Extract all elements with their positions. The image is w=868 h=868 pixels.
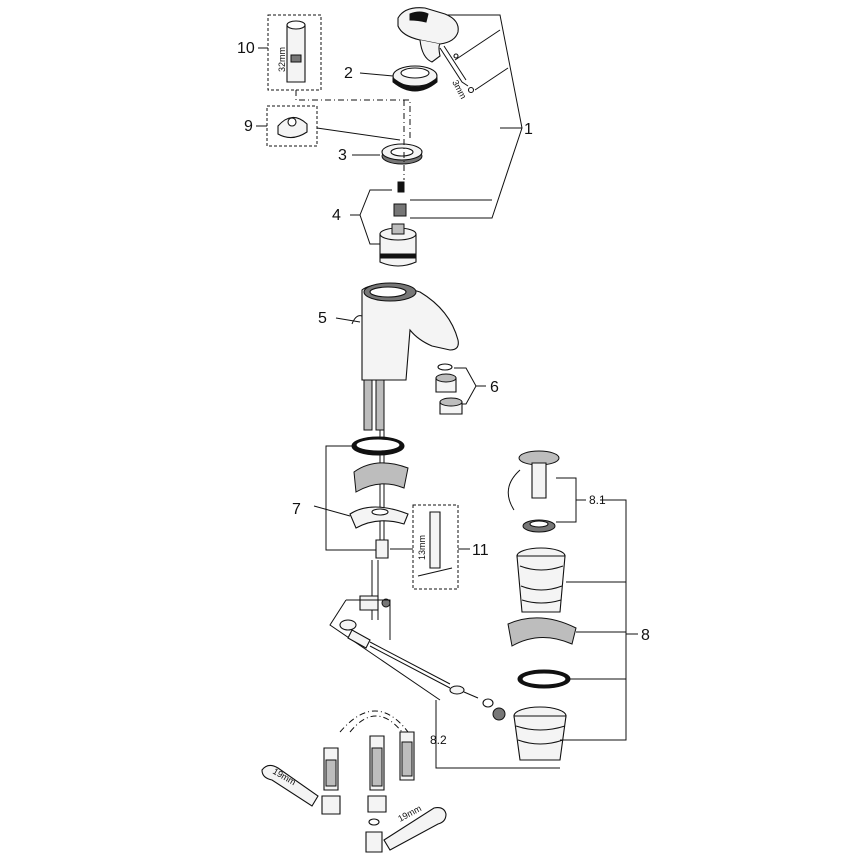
cap-ring bbox=[392, 65, 438, 92]
waste-body bbox=[435, 499, 638, 769]
leader-part-1 bbox=[410, 14, 523, 219]
popup-plug bbox=[507, 450, 586, 533]
callout-11: 11 bbox=[472, 542, 489, 559]
dim-wrench-32mm: 32mm bbox=[277, 47, 287, 72]
callout-6: 6 bbox=[490, 379, 499, 396]
threaded-ring bbox=[381, 143, 423, 165]
callout-3: 3 bbox=[338, 147, 347, 164]
tool-box-9 bbox=[266, 105, 401, 147]
pull-rod-assembly bbox=[329, 595, 506, 721]
callout-8: 8 bbox=[641, 627, 650, 644]
dim-wrench-13mm: 13mm bbox=[417, 535, 427, 560]
box-spanner-13mm: 13mm bbox=[390, 504, 470, 590]
callout-8-1: 8.1 bbox=[589, 493, 606, 507]
callout-4: 4 bbox=[332, 207, 341, 224]
dim-allen-3mm: 3mm bbox=[450, 78, 468, 100]
lever-handle bbox=[397, 7, 459, 63]
callout-8-2: 8.2 bbox=[430, 733, 447, 747]
spanner-19mm-left: 19mm bbox=[261, 764, 319, 807]
fixing-set bbox=[313, 436, 409, 559]
callout-7: 7 bbox=[292, 501, 301, 518]
tap-body bbox=[335, 282, 459, 381]
spanner-19mm-right: 19mm bbox=[383, 803, 447, 851]
wrench-32mm-box: 32mm bbox=[267, 14, 411, 140]
callout-2: 2 bbox=[344, 65, 353, 82]
callout-1: 1 bbox=[524, 121, 533, 138]
callout-5: 5 bbox=[318, 310, 327, 327]
allen-key-3mm: 3mm bbox=[439, 45, 475, 101]
callout-9: 9 bbox=[244, 118, 253, 135]
supply-hoses bbox=[363, 379, 385, 620]
callout-10: 10 bbox=[237, 40, 255, 57]
aerator-set bbox=[435, 363, 486, 415]
cartridge-assembly bbox=[350, 181, 417, 267]
hose-fittings bbox=[321, 710, 415, 853]
